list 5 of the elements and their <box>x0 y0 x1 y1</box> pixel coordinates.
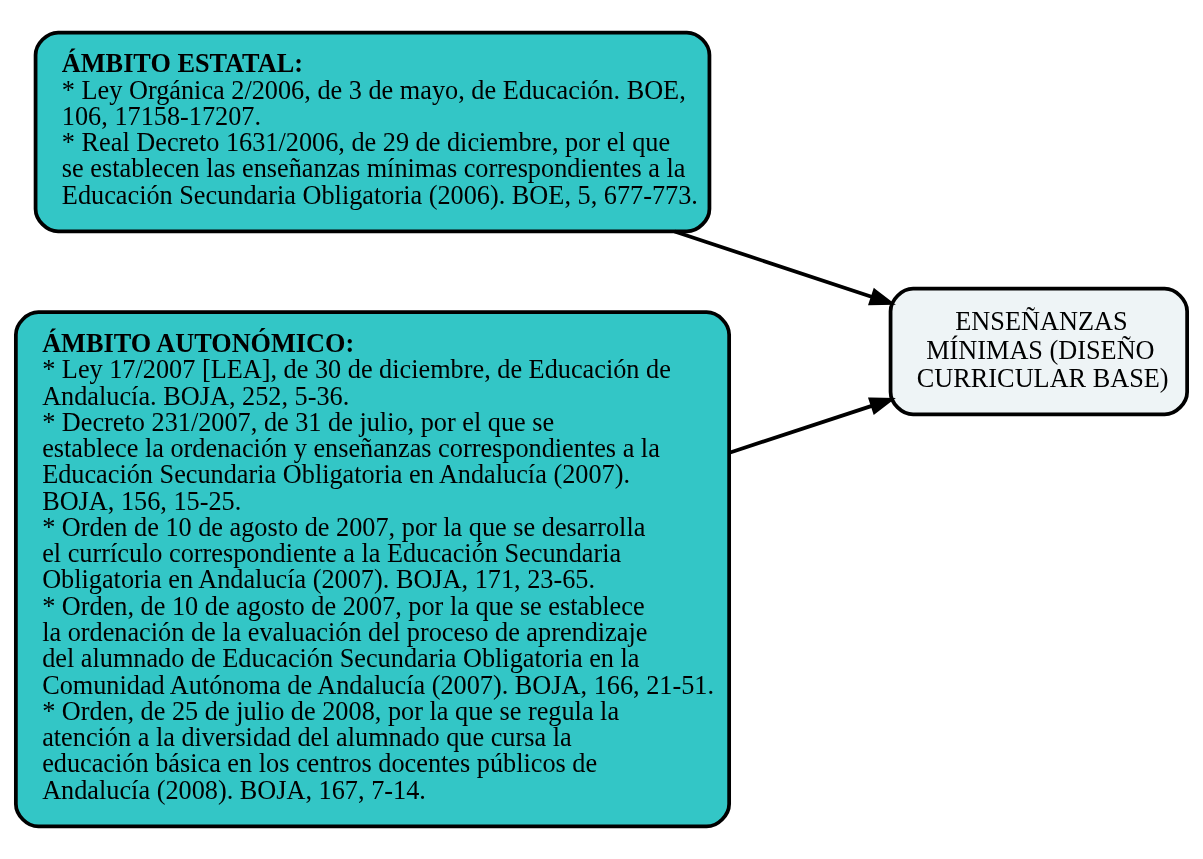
node-box: ÁMBITO AUTONÓMICO: * Ley 17/2007 [LEA], de 30 de diciembre, de Educación de Andalucía. BOJA, 252, 5-36. * Decreto 231/2007, de 31 de julio, por el que se establece la ordenación y enseñanzas correspondientes a la Educación Secundaria Obligatoria en Andalucía (2007). BOJA, 156, 15-25. * Orden de 10 de agosto de 2007, por la que se desarrolla el currículo correspondiente a la Educación Secundaria Obligatoria en Andalucía (2007). BOJA, 171, 23-65. * Orden, de 10 de agosto de 2007, por la que se establece la ordenación de la evaluación del proceso de aprendizaje del alumnado de Educación Secundaria Obligatoria en la Comunidad Autónoma de Andalucía (2007). BOJA, 166, 21-51. * Orden, de 25 de julio de 2008, por la que se regula la atención a la diversidad del alumnado que cursa la educación básica en los centros docentes públicos de Andalucía (2008). BOJA, 167, 7-14. <box>14 310 731 829</box>
arrow <box>728 397 896 455</box>
arrow <box>674 229 896 306</box>
node-box: ENSEÑANZAS MÍNIMAS (DISEÑO CURRICULAR BASE) <box>888 286 1189 417</box>
node-box: ÁMBITO ESTATAL: * Ley Orgánica 2/2006, de 3 de mayo, de Educación. BOE, 106, 17158-17207. * Real Decreto 1631/2006, de 29 de diciembre, por el que se establecen las enseñanzas mínimas correspondientes a la Educación Secundaria Obligatoria (2006). BOE, 5, 677-773. <box>33 30 712 234</box>
